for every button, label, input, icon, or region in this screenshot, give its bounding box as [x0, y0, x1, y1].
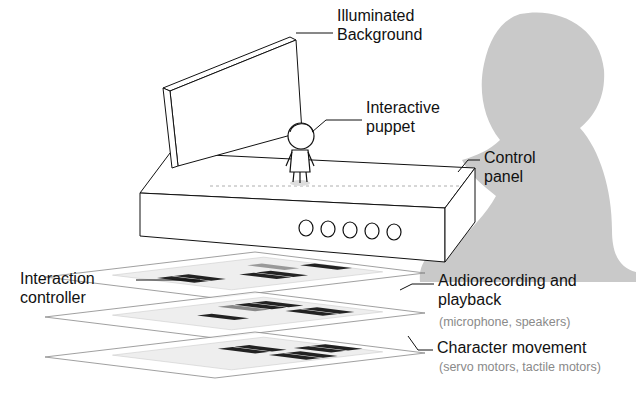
part-label: Control panel [484, 148, 559, 186]
leader-lines [136, 33, 480, 350]
child-silhouette [420, 12, 636, 282]
background-panel [170, 40, 302, 166]
chip [311, 344, 363, 350]
chip [251, 301, 303, 307]
part-label: Character movement [437, 338, 586, 357]
chip [235, 345, 287, 351]
circuit-layers [45, 252, 425, 378]
chip [302, 307, 354, 313]
chip [247, 264, 299, 270]
part-label: Interaction controller [20, 269, 130, 307]
layer-board [113, 257, 383, 290]
layer-board [113, 297, 383, 330]
control-buttons [299, 220, 401, 240]
chip [300, 263, 352, 269]
box-side [445, 168, 475, 262]
chip [197, 314, 249, 320]
part-label: Interactive puppet [366, 98, 461, 136]
part-label: Illuminated Background [337, 6, 437, 44]
layer-sheet [45, 332, 425, 378]
part-label: Audiorecording and playback [438, 271, 578, 309]
component-note: (microphone, speakers) [439, 315, 570, 330]
component-note: (servo motors, tactile motors) [439, 360, 601, 375]
top-dashed-line [210, 186, 460, 187]
layer-board [113, 337, 383, 370]
background-panel-side [163, 88, 178, 168]
layer-sheet [45, 292, 425, 338]
puppet [286, 123, 314, 186]
layer-sheet [45, 252, 425, 298]
chip [256, 271, 308, 277]
box-front [140, 193, 445, 262]
